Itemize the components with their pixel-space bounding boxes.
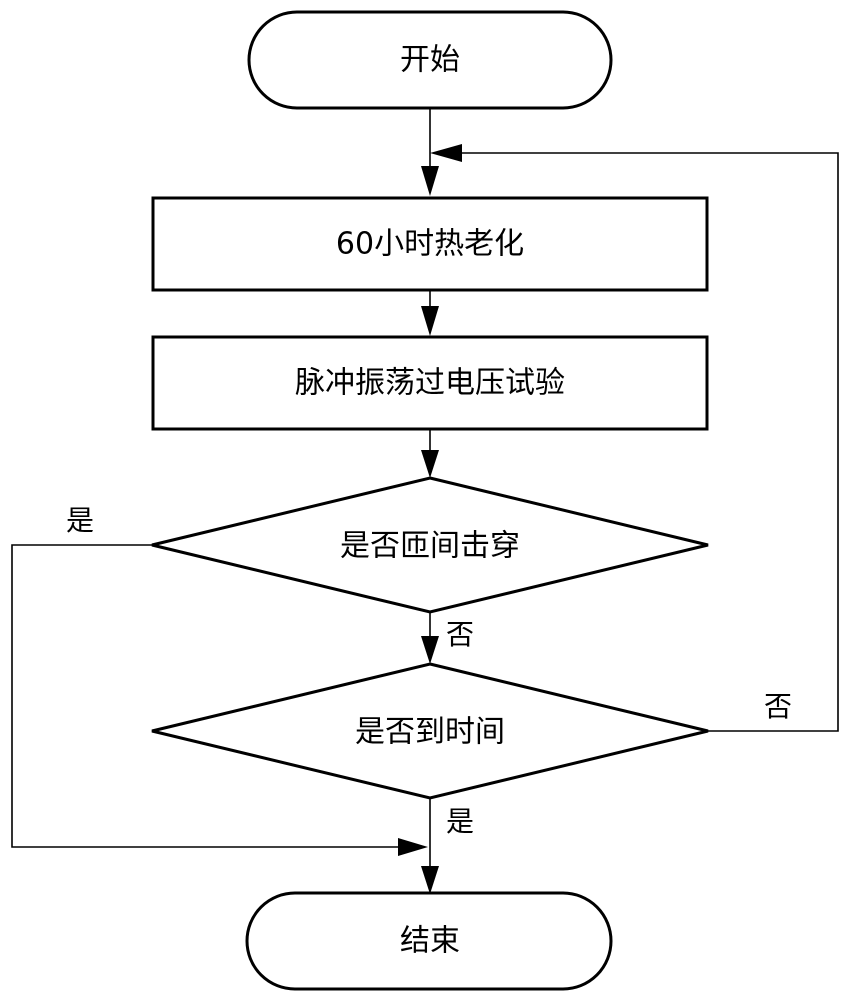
aging-node: 60小时热老化 (151, 196, 709, 292)
arrowhead-to-end (421, 866, 439, 894)
arrowhead-loop-back (430, 144, 462, 162)
arrowhead-to-aging (421, 166, 439, 196)
time-decision-node: 是否到时间 (151, 662, 709, 800)
end-label: 结束 (400, 924, 460, 959)
breakdown-yes-label: 是 (66, 504, 94, 537)
test-node: 脉冲振荡过电压试验 (151, 335, 709, 431)
start-node: 开始 (247, 10, 613, 110)
time-decision-label: 是否到时间 (355, 715, 505, 750)
breakdown-decision-node: 是否匝间击穿 (151, 476, 709, 614)
end-node: 结束 (245, 891, 613, 991)
aging-label: 60小时热老化 (336, 227, 524, 262)
edge-breakdown-yes (11, 544, 400, 848)
arrowhead-to-time-check (421, 636, 439, 664)
time-yes-label: 是 (446, 805, 474, 838)
test-label: 脉冲振荡过电压试验 (295, 366, 565, 401)
breakdown-decision-label: 是否匝间击穿 (340, 529, 520, 564)
start-label: 开始 (400, 43, 460, 78)
arrowhead-to-breakdown (421, 450, 439, 478)
arrowhead-to-test (421, 306, 439, 336)
time-no-label: 否 (764, 690, 792, 723)
edge-time-no-loop (448, 152, 839, 732)
arrowhead-breakdown-yes (398, 838, 428, 856)
breakdown-no-label: 否 (446, 618, 474, 651)
